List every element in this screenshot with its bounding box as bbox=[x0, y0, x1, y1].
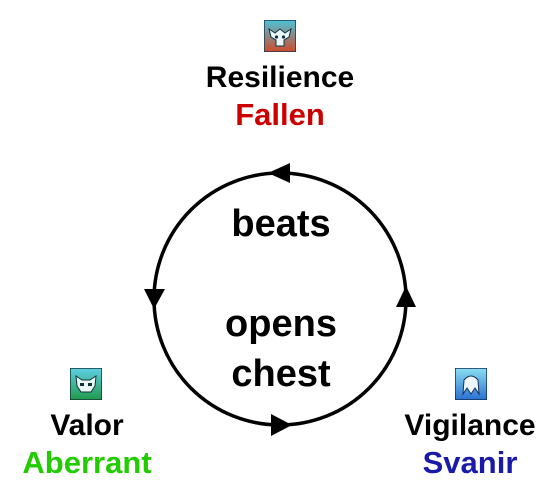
arrow-top-left bbox=[268, 163, 290, 183]
node-bottom-right-title: Vigilance bbox=[404, 409, 536, 442]
center-label-chest: chest bbox=[231, 353, 331, 395]
node-bottom-right: Vigilance Svanir bbox=[380, 408, 560, 482]
node-top: Resilience Fallen bbox=[180, 60, 380, 134]
node-top-title: Resilience bbox=[205, 61, 355, 94]
svanir-emblem-icon bbox=[455, 368, 487, 400]
center-label-beats: beats bbox=[231, 203, 331, 245]
node-top-subtitle: Fallen bbox=[235, 97, 325, 132]
node-bottom-right-subtitle: Svanir bbox=[422, 445, 518, 480]
node-bottom-left: Valor Aberrant bbox=[0, 408, 174, 482]
aberrant-emblem-icon bbox=[70, 368, 102, 400]
arrow-bottom-right bbox=[271, 414, 292, 436]
node-bottom-left-title: Valor bbox=[50, 409, 124, 442]
node-bottom-left-subtitle: Aberrant bbox=[22, 445, 152, 480]
arrow-right-up bbox=[396, 286, 416, 307]
arrow-left-down bbox=[144, 289, 165, 309]
fallen-emblem-icon bbox=[264, 20, 296, 52]
center-label-opens: opens bbox=[225, 303, 337, 345]
